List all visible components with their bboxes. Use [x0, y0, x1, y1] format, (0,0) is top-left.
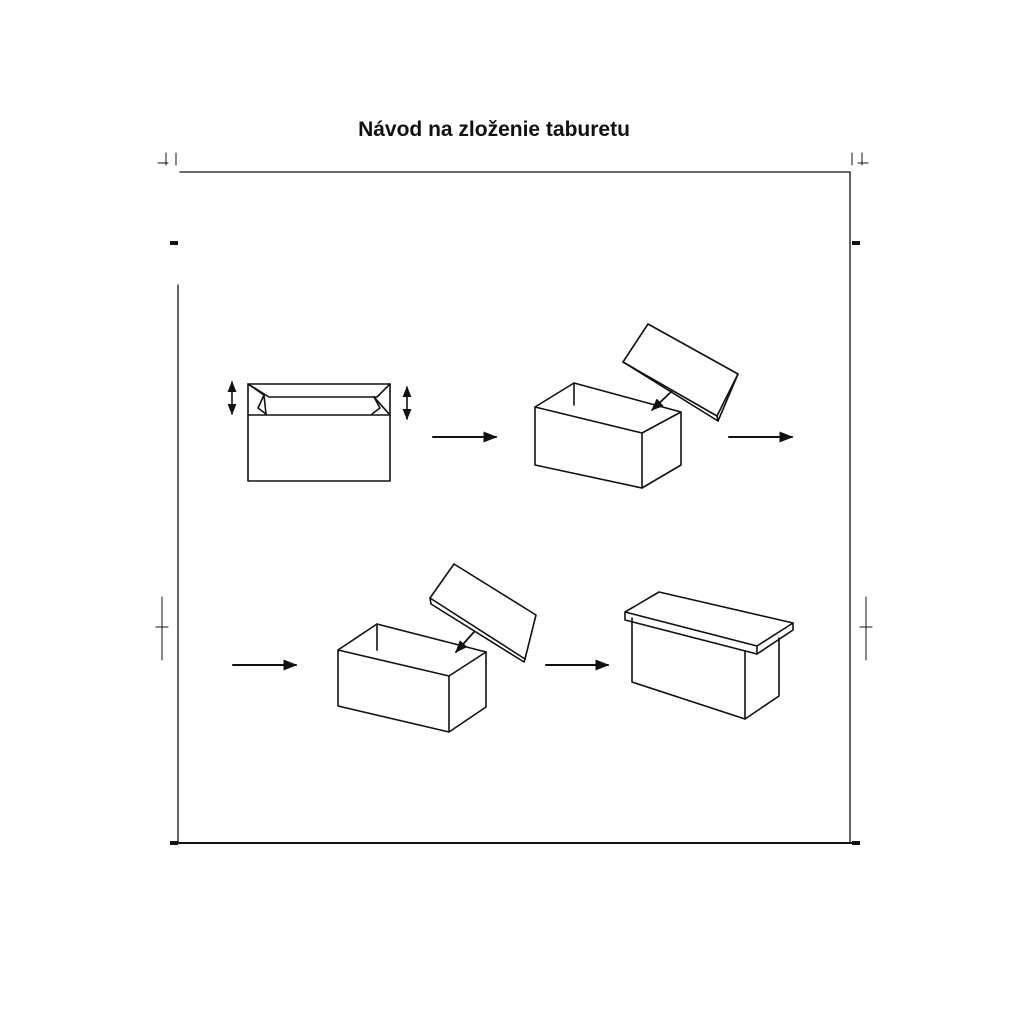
step-4-finished-ottoman [624, 591, 794, 720]
step-3-box-lid [337, 563, 537, 733]
crop-marks [155, 152, 873, 661]
registration-ticks [170, 241, 860, 845]
step-1-unfolded-box [247, 383, 391, 482]
insert-arrow-icon [455, 631, 475, 653]
step-2-box-base-panel [534, 323, 739, 489]
page-title: Návod na zloženie taburetu [358, 118, 630, 141]
insert-arrow-icon [651, 390, 673, 411]
page-frame [177, 171, 853, 844]
